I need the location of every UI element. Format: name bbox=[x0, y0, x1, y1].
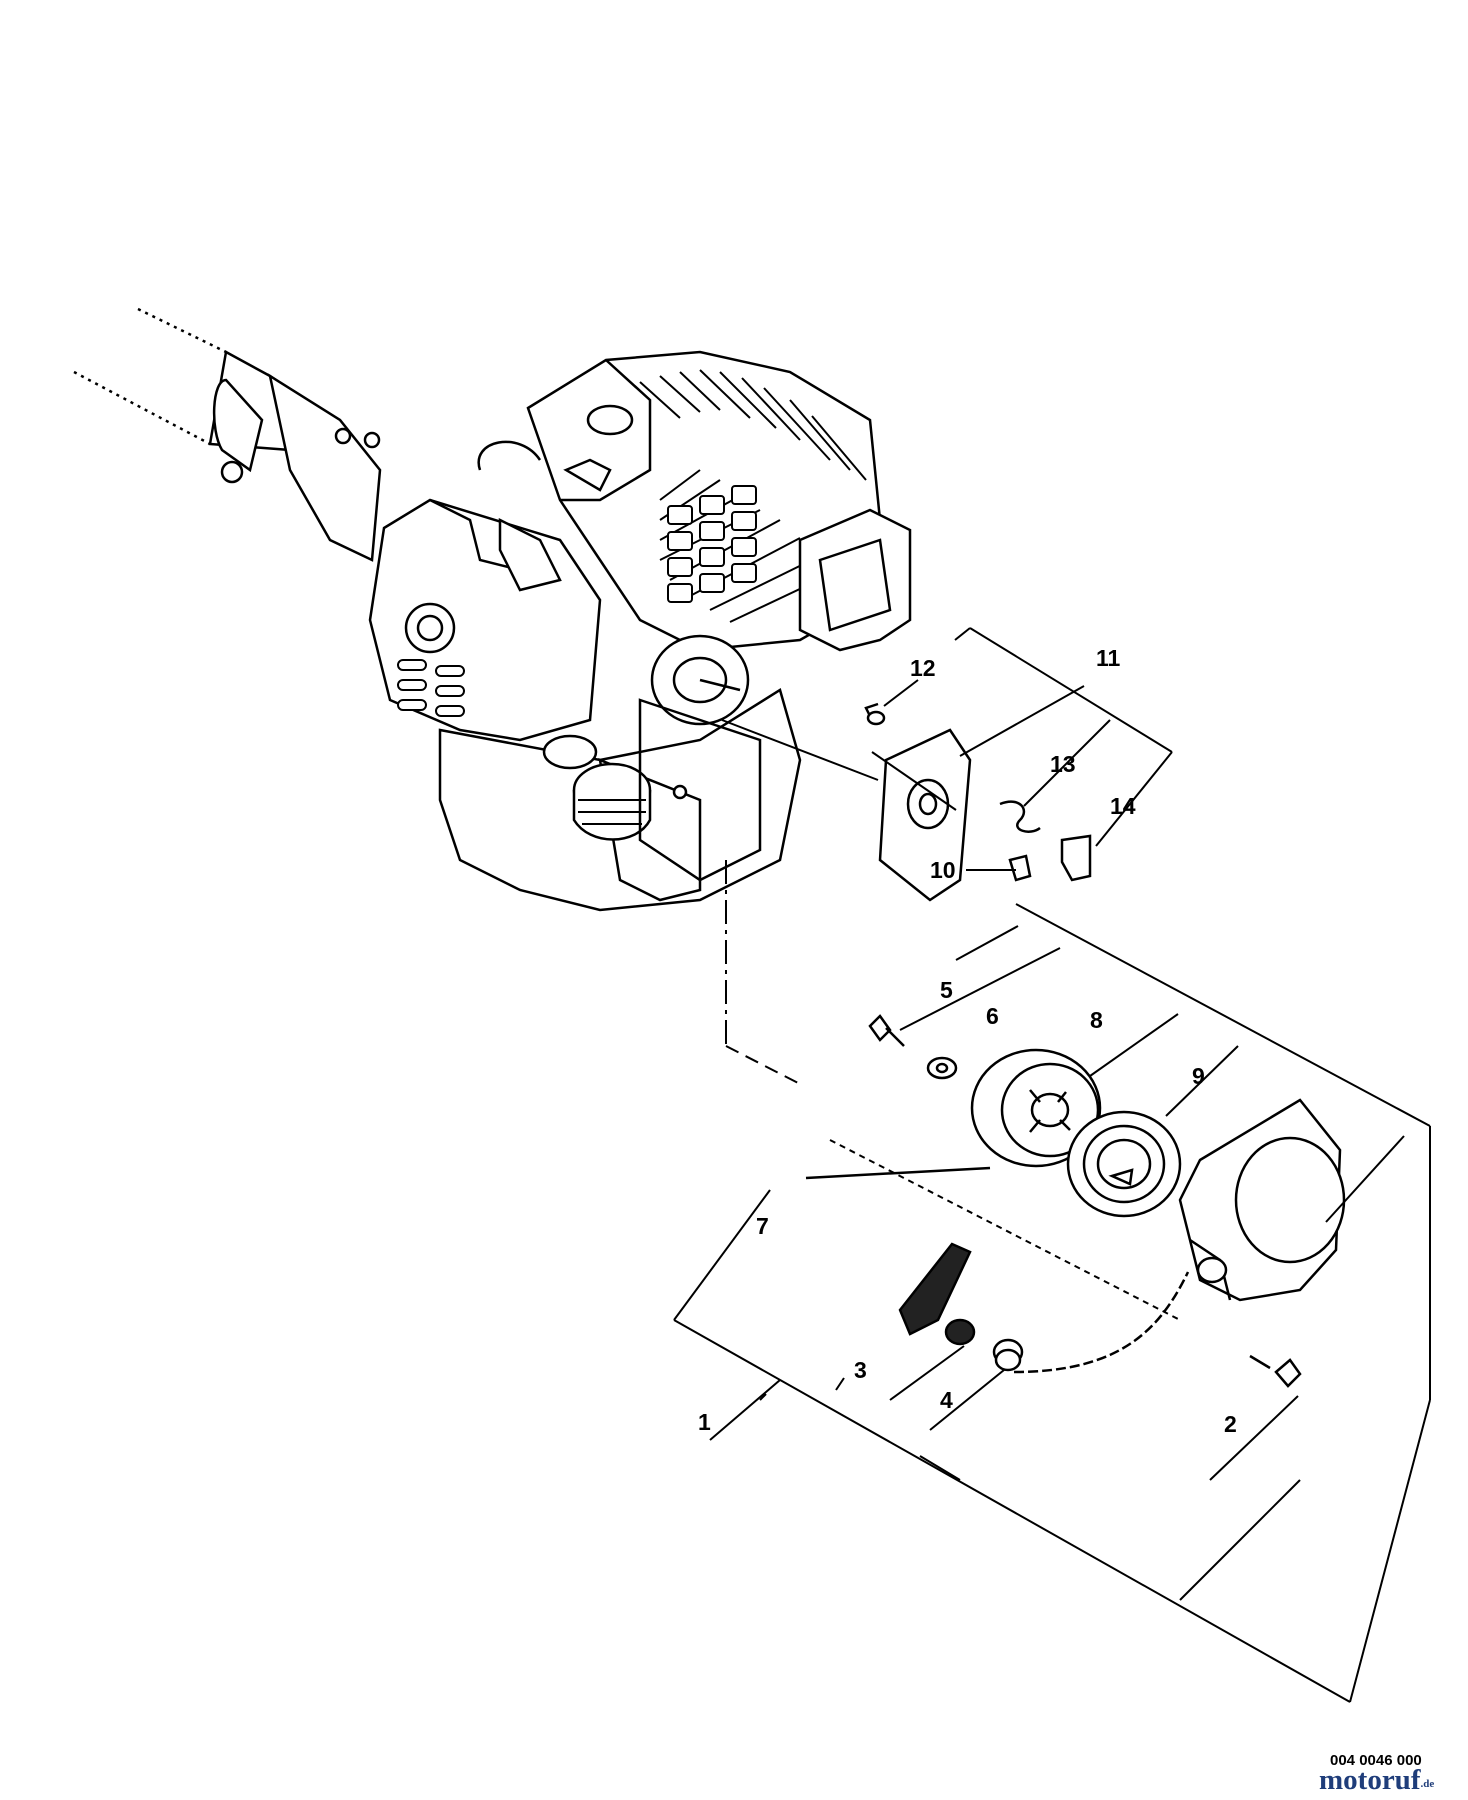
screw-2-part bbox=[1274, 1358, 1302, 1388]
label-2: 2 bbox=[1224, 1411, 1237, 1437]
pawl-pin-part bbox=[1060, 834, 1092, 882]
leader-lines-lower bbox=[673, 903, 1431, 1703]
label-11: 11 bbox=[1096, 645, 1121, 671]
watermark-suffix: .de bbox=[1420, 1778, 1435, 1790]
circlip-part bbox=[866, 710, 886, 726]
label-9: 9 bbox=[1192, 1063, 1205, 1089]
body-grille bbox=[667, 485, 757, 603]
label-10: 10 bbox=[930, 857, 956, 883]
engine-body bbox=[368, 350, 912, 912]
diagram-reference-number: 004 0046 000 bbox=[1330, 1752, 1422, 1769]
label-8: 8 bbox=[1090, 1007, 1103, 1033]
leader-lines-upper bbox=[721, 627, 1173, 871]
label-1: 1 bbox=[698, 1409, 711, 1435]
drive-shaft bbox=[73, 307, 382, 562]
label-7: 7 bbox=[756, 1213, 769, 1239]
label-12: 12 bbox=[910, 655, 936, 681]
label-5: 5 bbox=[940, 977, 953, 1003]
alignment-lines bbox=[725, 860, 1181, 1321]
rope-part bbox=[805, 1166, 991, 1180]
label-6: 6 bbox=[986, 1003, 999, 1029]
watermark-text: motoruf bbox=[1319, 1764, 1421, 1796]
starter-grip-part bbox=[898, 1242, 972, 1336]
label-13: 13 bbox=[1050, 751, 1076, 777]
label-3: 3 bbox=[854, 1357, 867, 1383]
starter-assembly bbox=[805, 1014, 1346, 1388]
watermark-logo: motoruf.de bbox=[1319, 1764, 1434, 1797]
label-14: 14 bbox=[1110, 793, 1136, 819]
label-4: 4 bbox=[940, 1387, 953, 1413]
part-labels: 1 2 3 4 5 6 7 8 9 10 11 12 13 14 bbox=[698, 645, 1237, 1437]
nut-part bbox=[1008, 854, 1032, 882]
vent-slots bbox=[397, 659, 465, 717]
screw-5-part bbox=[868, 1014, 892, 1042]
spring-part bbox=[999, 800, 1041, 833]
